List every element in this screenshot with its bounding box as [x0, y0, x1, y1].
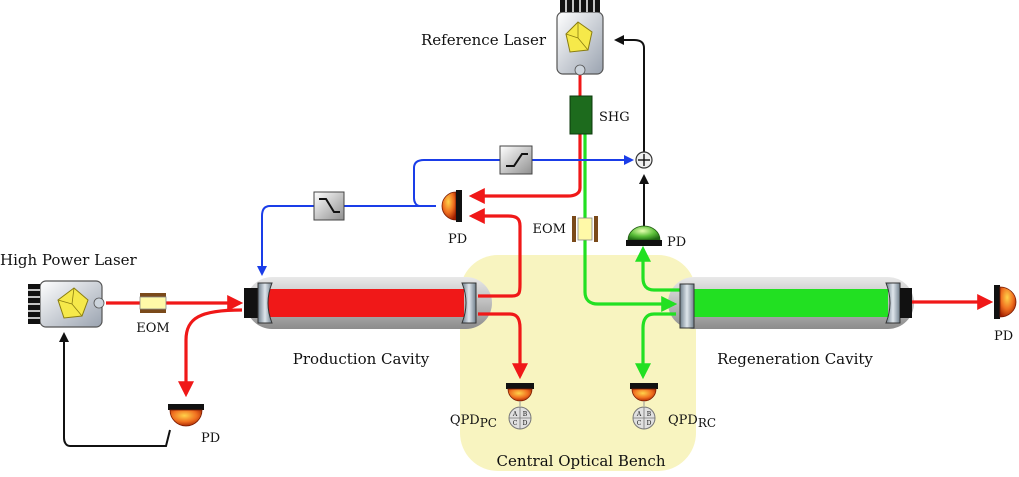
central-optical-bench: Central Optical Bench: [460, 255, 696, 471]
quadrant-photodiode-icon: A B C D: [630, 383, 658, 430]
regeneration-cavity: [668, 277, 914, 329]
eom-center: EOM: [533, 216, 598, 242]
reference-laser: Reference Laser: [421, 0, 604, 76]
lowpass-filter: [313, 191, 345, 221]
laser-box-icon: [556, 0, 604, 76]
eom-center-label: EOM: [533, 222, 566, 237]
photodiode-icon: [994, 285, 1017, 319]
black-signals: [59, 35, 649, 447]
blue-feedback-signals: [257, 155, 634, 276]
qpd-pc-quadrant-d: D: [523, 420, 528, 427]
highpass-filter-icon: [499, 145, 533, 175]
regeneration-cavity-input-mirror: [679, 283, 695, 329]
qpd-pc-label: QPDPC: [450, 413, 497, 430]
green-beams: [583, 134, 680, 380]
qpd-rc-label: QPDRC: [668, 413, 716, 430]
production-cavity-output-mirror: [461, 282, 477, 324]
photodiode-green-label: PD: [667, 235, 686, 250]
eom-left-label: EOM: [136, 321, 169, 336]
highpass-filter: [499, 145, 533, 175]
shg-crystal: SHG: [569, 95, 630, 135]
photodiode-right: PD: [994, 285, 1017, 344]
photodiode-icon: [441, 190, 462, 222]
summing-junction: [635, 151, 653, 169]
eom-left: EOM: [136, 293, 170, 336]
qpd-regeneration-cavity: A B C D QPDRC: [630, 383, 716, 430]
production-cavity-label: Production Cavity: [293, 350, 430, 368]
photodiode-lower-label: PD: [201, 431, 220, 446]
red-beams: [106, 134, 994, 398]
photodiode-green: PD: [626, 225, 686, 250]
regeneration-cavity-output-mirror: [885, 282, 912, 324]
qpd-rc-quadrant-b: B: [647, 411, 652, 418]
qpd-rc-quadrant-d: D: [647, 420, 652, 427]
qpd-rc-quadrant-c: C: [637, 420, 642, 427]
summing-junction-icon: [635, 151, 653, 169]
quadrant-photodiode-icon: A B C D: [506, 383, 534, 430]
qpd-rc-quadrant-a: A: [636, 411, 642, 418]
photodiode-icon: [168, 404, 204, 427]
production-cavity: [246, 277, 492, 329]
photodiode-right-label: PD: [994, 329, 1013, 344]
photodiode-icon: [626, 225, 662, 246]
laser-box-icon: [28, 280, 105, 328]
central-optical-bench-label: Central Optical Bench: [497, 452, 666, 470]
photodiode-upper: PD: [441, 190, 467, 247]
qpd-pc-quadrant-b: B: [523, 411, 528, 418]
high-power-laser: High Power Laser: [0, 251, 138, 328]
photodiode-upper-label: PD: [448, 232, 467, 247]
production-cavity-input-mirror: [244, 282, 273, 324]
reference-laser-label: Reference Laser: [421, 31, 547, 49]
lowpass-filter-icon: [313, 191, 345, 221]
qpd-production-cavity: A B C D QPDPC: [450, 383, 534, 430]
qpd-pc-quadrant-c: C: [513, 420, 518, 427]
high-power-laser-label: High Power Laser: [0, 251, 138, 269]
shg-label: SHG: [599, 110, 630, 125]
qpd-pc-quadrant-a: A: [512, 411, 518, 418]
photodiode-lower: PD: [168, 404, 220, 446]
regeneration-cavity-label: Regeneration Cavity: [717, 350, 873, 368]
